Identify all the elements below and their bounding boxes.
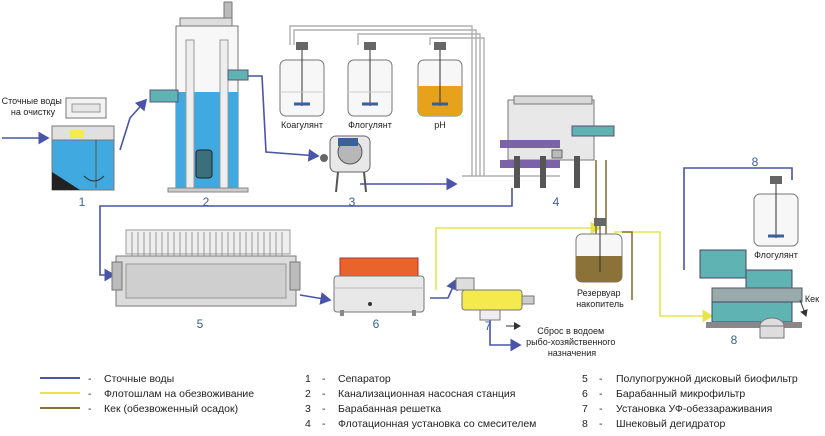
legend-dash-3: -: [88, 403, 92, 415]
legend-num-2: 2: [305, 388, 311, 400]
legend-item-2: Канализационная насосная станция: [338, 388, 515, 400]
legend-dash-i2: -: [322, 388, 326, 400]
legend-num-6: 6: [582, 388, 588, 400]
legend-dash-1: -: [88, 373, 92, 385]
microfilter-unit: [333, 257, 425, 316]
legend-item-5: Полупогружной дисковый биофильтр: [616, 373, 798, 385]
number-5: 5: [197, 317, 204, 331]
screw-dehydrator: [699, 176, 808, 339]
legend-lines: - - - Сточные воды Флотошлам на обезвожи…: [40, 373, 254, 415]
legend-num-4: 4: [305, 418, 311, 430]
equipment-numbers: 1 2 3 4 5 6 7 8 8: [79, 155, 759, 347]
inlet-label-line1: Сточные воды: [2, 96, 62, 106]
legend-num-3: 3: [305, 403, 311, 415]
coagulant-tank: [279, 42, 325, 117]
equipment-labels: Сточные воды на очистку Коагулянт Флогул…: [2, 96, 819, 358]
number-3: 3: [349, 195, 356, 209]
coagulant-label: Коагулянт: [281, 120, 323, 130]
wastewater-lines: [2, 75, 793, 352]
legend-dash-i4: -: [322, 418, 326, 430]
discharge-label-line3: назначения: [548, 348, 596, 358]
legend-item-8: Шнековый дегидратор: [616, 418, 725, 430]
legend-num-1: 1: [305, 373, 311, 385]
legend-dash-i3: -: [322, 403, 326, 415]
ph-tank: [417, 42, 463, 117]
legend-cake-label: Кек (обезвоженный осадок): [104, 403, 238, 415]
number-1: 1: [79, 195, 86, 209]
cake-lines: [595, 160, 633, 300]
legend-num-7: 7: [582, 403, 588, 415]
pipe-6-to-7: [430, 278, 458, 299]
number-8-top: 8: [752, 155, 759, 169]
ph-label: pH: [434, 120, 446, 130]
cake-label: Кек: [805, 294, 819, 304]
legend-dash-i6: -: [599, 388, 603, 400]
drum-screen: [320, 135, 371, 193]
flocculant-tank: [347, 42, 393, 117]
pipe-5-to-6: [299, 292, 332, 305]
legend-water-label: Сточные воды: [104, 373, 174, 385]
discharge-label-line2: рыбо-хозяйственного: [526, 337, 615, 347]
number-6: 6: [373, 317, 380, 331]
flocculant-right-label: Флогулянт: [754, 250, 798, 260]
legend-num-5: 5: [582, 373, 588, 385]
number-2: 2: [203, 195, 210, 209]
pipe-1-to-2: [119, 98, 148, 151]
legend-num-8: 8: [582, 418, 588, 430]
number-7: 7: [485, 319, 492, 333]
number-8: 8: [731, 333, 738, 347]
reservoir-tank: [575, 218, 623, 283]
sludge-lines: [435, 221, 714, 323]
reservoir-label-line1: Резервуар: [577, 288, 620, 298]
legend-dash-i1: -: [322, 373, 326, 385]
reservoir-label-line2: накопитель: [576, 299, 624, 309]
flotation-unit: [500, 95, 615, 188]
discharge-label: Сброс в водоем рыбо-хозяйственного назна…: [526, 326, 618, 358]
legend-equipment: 1 - Сепаратор 2 - Канализационная насосн…: [305, 373, 798, 430]
flocculant-label: Флогулянт: [348, 120, 392, 130]
biofilter-unit: [111, 229, 301, 307]
legend-item-4: Флотационная установка со смесителем: [338, 418, 536, 430]
legend-sludge-label: Флотошлам на обезвоживание: [104, 388, 254, 400]
legend-dash-i8: -: [599, 418, 603, 430]
legend-item-6: Барабанный микрофильтр: [616, 388, 745, 400]
inlet-label-line2: на очистку: [11, 107, 56, 117]
separator-unit: [51, 97, 115, 191]
discharge-label-line1: Сброс в водоем: [537, 326, 604, 336]
uv-unit: [455, 277, 535, 321]
legend-item-1: Сепаратор: [338, 373, 391, 385]
legend-dash-2: -: [88, 388, 92, 400]
pump-station: [149, 1, 249, 193]
pipe-7-out: [489, 320, 522, 352]
legend-dash-i5: -: [599, 373, 603, 385]
number-4: 4: [553, 195, 560, 209]
legend-item-3: Барабанная решетка: [338, 403, 441, 415]
pipe-4-to-5: [99, 188, 513, 282]
legend-item-7: Установка УФ-обеззараживания: [616, 403, 772, 415]
reservoir-label: Резервуар накопитель: [576, 288, 624, 309]
pipe-8-dosing: [683, 167, 793, 270]
legend-dash-i7: -: [599, 403, 603, 415]
inlet-label: Сточные воды на очистку: [2, 96, 65, 117]
pipe-2-to-3: [248, 75, 320, 162]
